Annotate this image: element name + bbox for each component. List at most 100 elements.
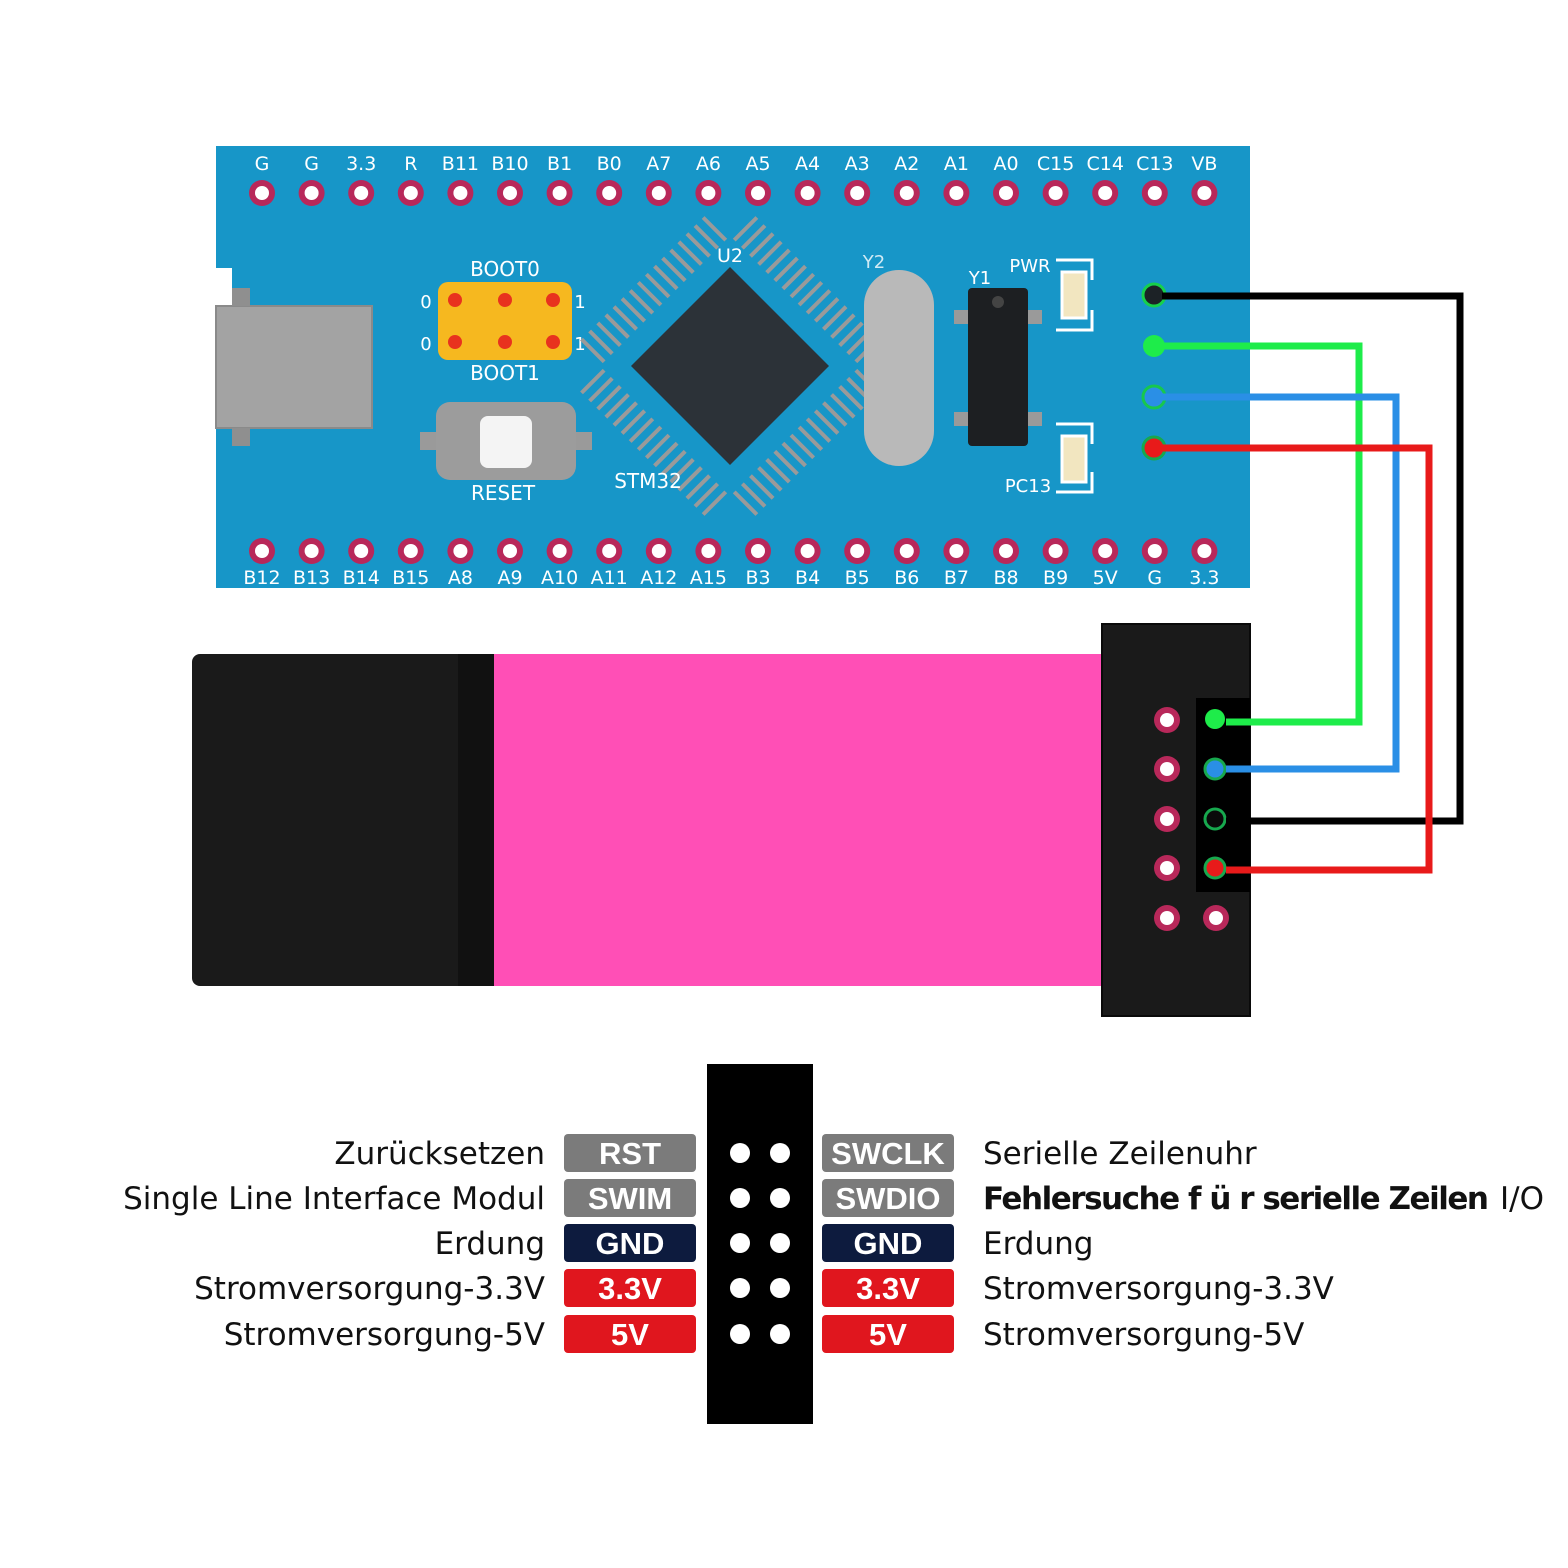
top-pin-label: B10 — [491, 153, 528, 175]
bottom-pin-hole — [354, 544, 369, 558]
legend-left-label: Single Line Interface Modul — [123, 1181, 545, 1217]
swd-pin-green[interactable] — [1143, 335, 1165, 357]
mcu-leg — [805, 289, 832, 315]
mcu-leg — [644, 272, 671, 299]
programmer-usb-end — [192, 654, 494, 986]
jumper-pin — [498, 293, 512, 307]
y1-tab — [954, 310, 970, 324]
mcu-leg — [765, 248, 791, 274]
legend-left-badge — [564, 1315, 696, 1353]
y1-tab — [1026, 412, 1042, 426]
legend-right-badge — [822, 1315, 954, 1353]
mcu-leg — [685, 232, 711, 258]
usb-tab-top — [232, 288, 250, 306]
legend-header-pin — [770, 1143, 790, 1163]
bottom-pin-hole — [899, 544, 914, 558]
swd-pin-red[interactable] — [1141, 435, 1167, 461]
mcu-leg — [644, 433, 671, 460]
top-pin-label: R — [404, 153, 417, 175]
mcu-leg — [789, 272, 816, 299]
chip-ref-label: U2 — [717, 245, 743, 267]
top-pin-label: C13 — [1136, 153, 1173, 175]
st-link-programmer — [192, 623, 1251, 1017]
legend-header-pin — [770, 1188, 790, 1208]
swd-pin-black[interactable] — [1141, 282, 1167, 308]
reset-button-tab-left — [420, 432, 438, 450]
mcu-leg — [620, 409, 647, 435]
legend-header-pin — [730, 1278, 750, 1298]
bottom-pin-label: A15 — [690, 567, 727, 589]
legend-right-text: Stromversorgung-5V — [983, 1317, 1304, 1353]
top-pin-hole — [701, 186, 716, 200]
mcu-leg — [604, 313, 630, 339]
top-pin-label: C15 — [1037, 153, 1074, 175]
bottom-pin-hole — [1147, 544, 1162, 558]
bottom-pin-hole — [304, 544, 319, 558]
legend-header-pin — [730, 1324, 750, 1344]
legend-header-pin — [770, 1278, 790, 1298]
top-pin-label: A6 — [696, 153, 721, 175]
top-pin-hole — [255, 186, 269, 200]
legend-left-label: Erdung — [435, 1226, 545, 1262]
top-pin-hole — [602, 186, 617, 200]
connector-pin-center — [1209, 911, 1223, 925]
programmer-ribbon — [494, 654, 1104, 986]
reset-button-tab-right — [574, 432, 592, 450]
top-pin-label: G — [255, 153, 270, 175]
crystal-y2 — [864, 270, 934, 466]
mcu-leg — [604, 393, 630, 419]
boot-one-top: 1 — [574, 292, 585, 313]
swd-pin-blue[interactable] — [1141, 384, 1167, 410]
jumper-pin — [498, 335, 512, 349]
mcu-leg — [781, 264, 807, 291]
mcu-leg — [749, 232, 775, 258]
legend-left-badge-label: 3.3V — [598, 1271, 662, 1306]
top-pin-label: A0 — [993, 153, 1018, 175]
top-pin-label: A5 — [745, 153, 770, 175]
legend-header-pin — [730, 1188, 750, 1208]
legend-right-label: Fehlersuche f ü r serielle Zeilen — [983, 1181, 1489, 1217]
top-pin-label: C14 — [1086, 153, 1123, 175]
mcu-leg — [588, 376, 614, 403]
top-pin-hole — [453, 186, 468, 200]
mcu-leg — [580, 368, 606, 395]
bottom-pin-label: A12 — [640, 567, 677, 589]
legend-right-text: Fehlersuche f ü r serielle Zeilen — [983, 1181, 1489, 1217]
mcu-leg — [773, 449, 799, 476]
top-pin-hole — [949, 186, 964, 200]
mcu-leg — [653, 264, 679, 291]
regulator-dot — [992, 296, 1004, 308]
bottom-pin-hole — [453, 544, 468, 558]
y1-tab — [954, 412, 970, 426]
mcu-leg — [636, 425, 663, 452]
bottom-pin-hole — [800, 544, 815, 558]
stm32-chip — [631, 267, 829, 465]
boot-zero-bottom: 0 — [420, 334, 431, 355]
wire-red — [1162, 444, 1433, 874]
usb-tab-bottom — [232, 428, 250, 446]
bottom-pin-label: B5 — [845, 567, 870, 589]
bottom-pin-label: B14 — [343, 567, 380, 589]
top-pin-hole — [651, 186, 666, 200]
connector-pin-black[interactable] — [1203, 807, 1227, 831]
connector-pin-center — [1160, 861, 1174, 875]
top-pin-label: B1 — [547, 153, 572, 175]
legend-right-label: Stromversorgung-5V — [983, 1317, 1304, 1353]
led-pwr-body — [1060, 270, 1088, 320]
connector-pin-blue[interactable] — [1203, 757, 1227, 781]
legend-right-badge — [822, 1224, 954, 1262]
legend-right-suffix: I/O — [1500, 1181, 1544, 1217]
bottom-pin-label: B15 — [392, 567, 429, 589]
boot-jumper-block[interactable] — [438, 282, 572, 360]
crystal-y1-label: Y1 — [968, 268, 991, 289]
legend-left-badge-label: SWIM — [588, 1181, 672, 1216]
top-pin-label: G — [304, 153, 319, 175]
legend-right-badge — [822, 1269, 954, 1307]
connector-pin-red[interactable] — [1203, 856, 1227, 880]
bottom-pin-label: B3 — [745, 567, 770, 589]
connector-pin-green[interactable] — [1205, 709, 1225, 729]
reset-button[interactable] — [480, 416, 532, 468]
legend-header-pin — [730, 1233, 750, 1253]
mcu-leg — [757, 240, 783, 266]
